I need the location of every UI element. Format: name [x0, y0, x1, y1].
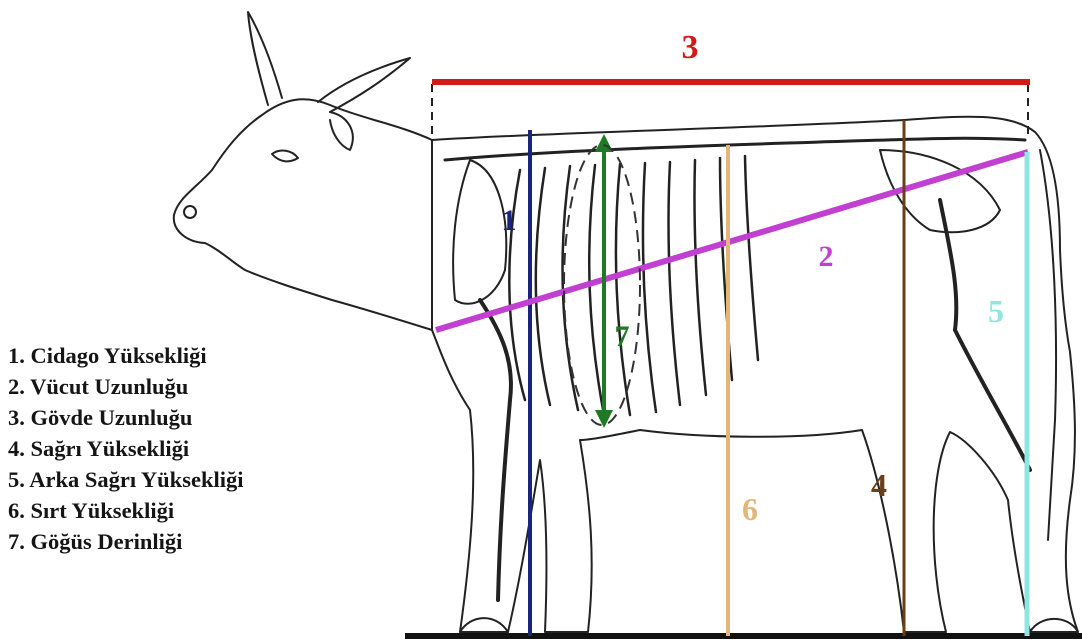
horn-right [318, 58, 410, 112]
cow-head-outline [174, 99, 432, 330]
legend-item: 7. Göğüs Derinliği [8, 526, 243, 557]
measure-6-label: 6 [742, 491, 758, 527]
measure-2-label: 2 [819, 240, 834, 273]
measure-7-label: 7 [615, 320, 630, 353]
tibia [955, 330, 1030, 470]
rib-cage [509, 156, 758, 415]
measure-1-label: 1 [502, 204, 517, 237]
measure-4-label: 4 [871, 467, 887, 503]
legend-item: 1. Cidago Yüksekliği [8, 340, 243, 371]
measure-5-label: 5 [988, 293, 1004, 329]
scapula [453, 160, 506, 304]
legend-item: 6. Sırt Yüksekliği [8, 495, 243, 526]
legend-item: 2. Vücut Uzunluğu [8, 371, 243, 402]
measurement-legend: 1. Cidago Yüksekliği 2. Vücut Uzunluğu 3… [8, 340, 243, 557]
legend-item: 3. Gövde Uzunluğu [8, 402, 243, 433]
measure-2-line [436, 152, 1028, 330]
legend-item: 4. Sağrı Yüksekliği [8, 433, 243, 464]
hoof-front [460, 618, 508, 632]
hoof-rear [1030, 619, 1078, 632]
cow-ear [330, 112, 353, 150]
cow-nostril [184, 206, 196, 218]
legend-item: 5. Arka Sağrı Yüksekliği [8, 464, 243, 495]
measure-7-arrow-bottom [595, 410, 613, 428]
cow-eye [272, 151, 298, 162]
femur [940, 200, 956, 330]
measure-3-label: 3 [682, 29, 699, 66]
radius [498, 400, 510, 600]
horn-left [248, 12, 282, 105]
cow-tail [1040, 150, 1056, 540]
